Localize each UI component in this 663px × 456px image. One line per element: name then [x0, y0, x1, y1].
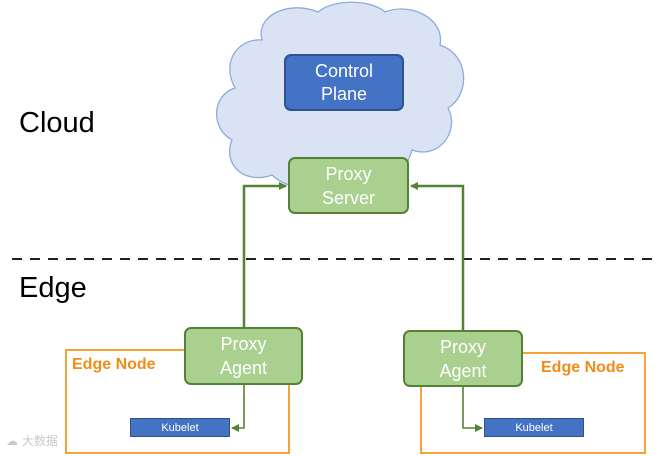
proxy-agent-left-box: Proxy Agent	[184, 327, 303, 385]
left-agent-to-server-arrow	[242, 182, 287, 327]
control-plane-box: Control Plane	[284, 54, 404, 111]
cloud-zone-label: Cloud	[19, 107, 95, 139]
edge-node-left-frame	[65, 349, 290, 454]
proxy-server-line1: Proxy	[325, 163, 372, 184]
proxy-agent-left-line1: Proxy	[220, 334, 267, 354]
proxy-server-line2: Server	[321, 187, 375, 208]
left-agent-to-kubelet-arrow	[231, 385, 245, 432]
watermark-icon: ☁	[6, 434, 18, 448]
edge-zone-label: Edge	[19, 272, 87, 304]
proxy-agent-left-line2: Agent	[219, 358, 268, 378]
control-plane-line2: Plane	[320, 83, 368, 104]
edge-node-left-label: Edge Node	[72, 356, 156, 373]
proxy-agent-right-box: Proxy Agent	[403, 330, 523, 387]
right-agent-to-server-arrow	[410, 182, 465, 330]
watermark-text: 大数据	[21, 434, 58, 448]
right-agent-to-kubelet-arrow	[462, 387, 483, 432]
edge-node-right-label: Edge Node	[541, 359, 625, 376]
edge-node-right-frame	[420, 352, 646, 454]
proxy-agent-right-line1: Proxy	[439, 336, 486, 357]
control-plane-line1: Control	[314, 60, 374, 81]
kubelet-right-box: Kubelet	[484, 418, 584, 437]
kubelet-left-box: Kubelet	[130, 418, 230, 437]
proxy-server-box: Proxy Server	[288, 157, 409, 214]
watermark-logo: ☁ 大数据	[6, 432, 58, 449]
proxy-agent-right-line2: Agent	[439, 360, 487, 381]
